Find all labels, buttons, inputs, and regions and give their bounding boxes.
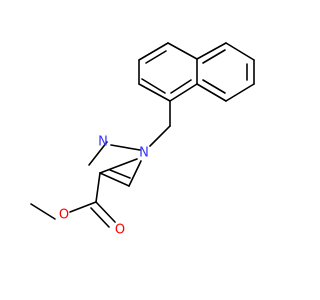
atom-label-n1: N [139,146,149,161]
bond [95,172,101,203]
atom-label-o-carbonyl: O [115,223,125,238]
bond [138,42,169,61]
bond [69,201,97,213]
bond [109,169,131,179]
atom-n2: N [98,135,108,150]
molecule-structure: N N O O [0,0,300,300]
bond [90,207,110,228]
bond [225,42,255,61]
atom-o-carbonyl: O [115,223,125,238]
bond [110,144,141,151]
bond [95,201,116,223]
bond [138,83,171,102]
bond [88,141,108,166]
bond [145,50,167,64]
bond [170,79,192,94]
bond [99,158,138,174]
bond [202,49,226,64]
bond [169,83,198,102]
bond [99,172,130,187]
bond [225,83,255,102]
atom-label-n2: N [98,135,108,150]
atom-label-o-ester: O [59,208,69,223]
bond [196,42,227,60]
bond [167,42,198,60]
bond [149,125,171,147]
bond [196,83,227,102]
bond [202,79,226,94]
bond [128,160,142,187]
atom-n1: N [139,146,149,161]
bond [141,78,166,94]
canvas-background [0,0,300,300]
atom-o-ester: O [59,208,69,223]
bond [30,203,56,220]
